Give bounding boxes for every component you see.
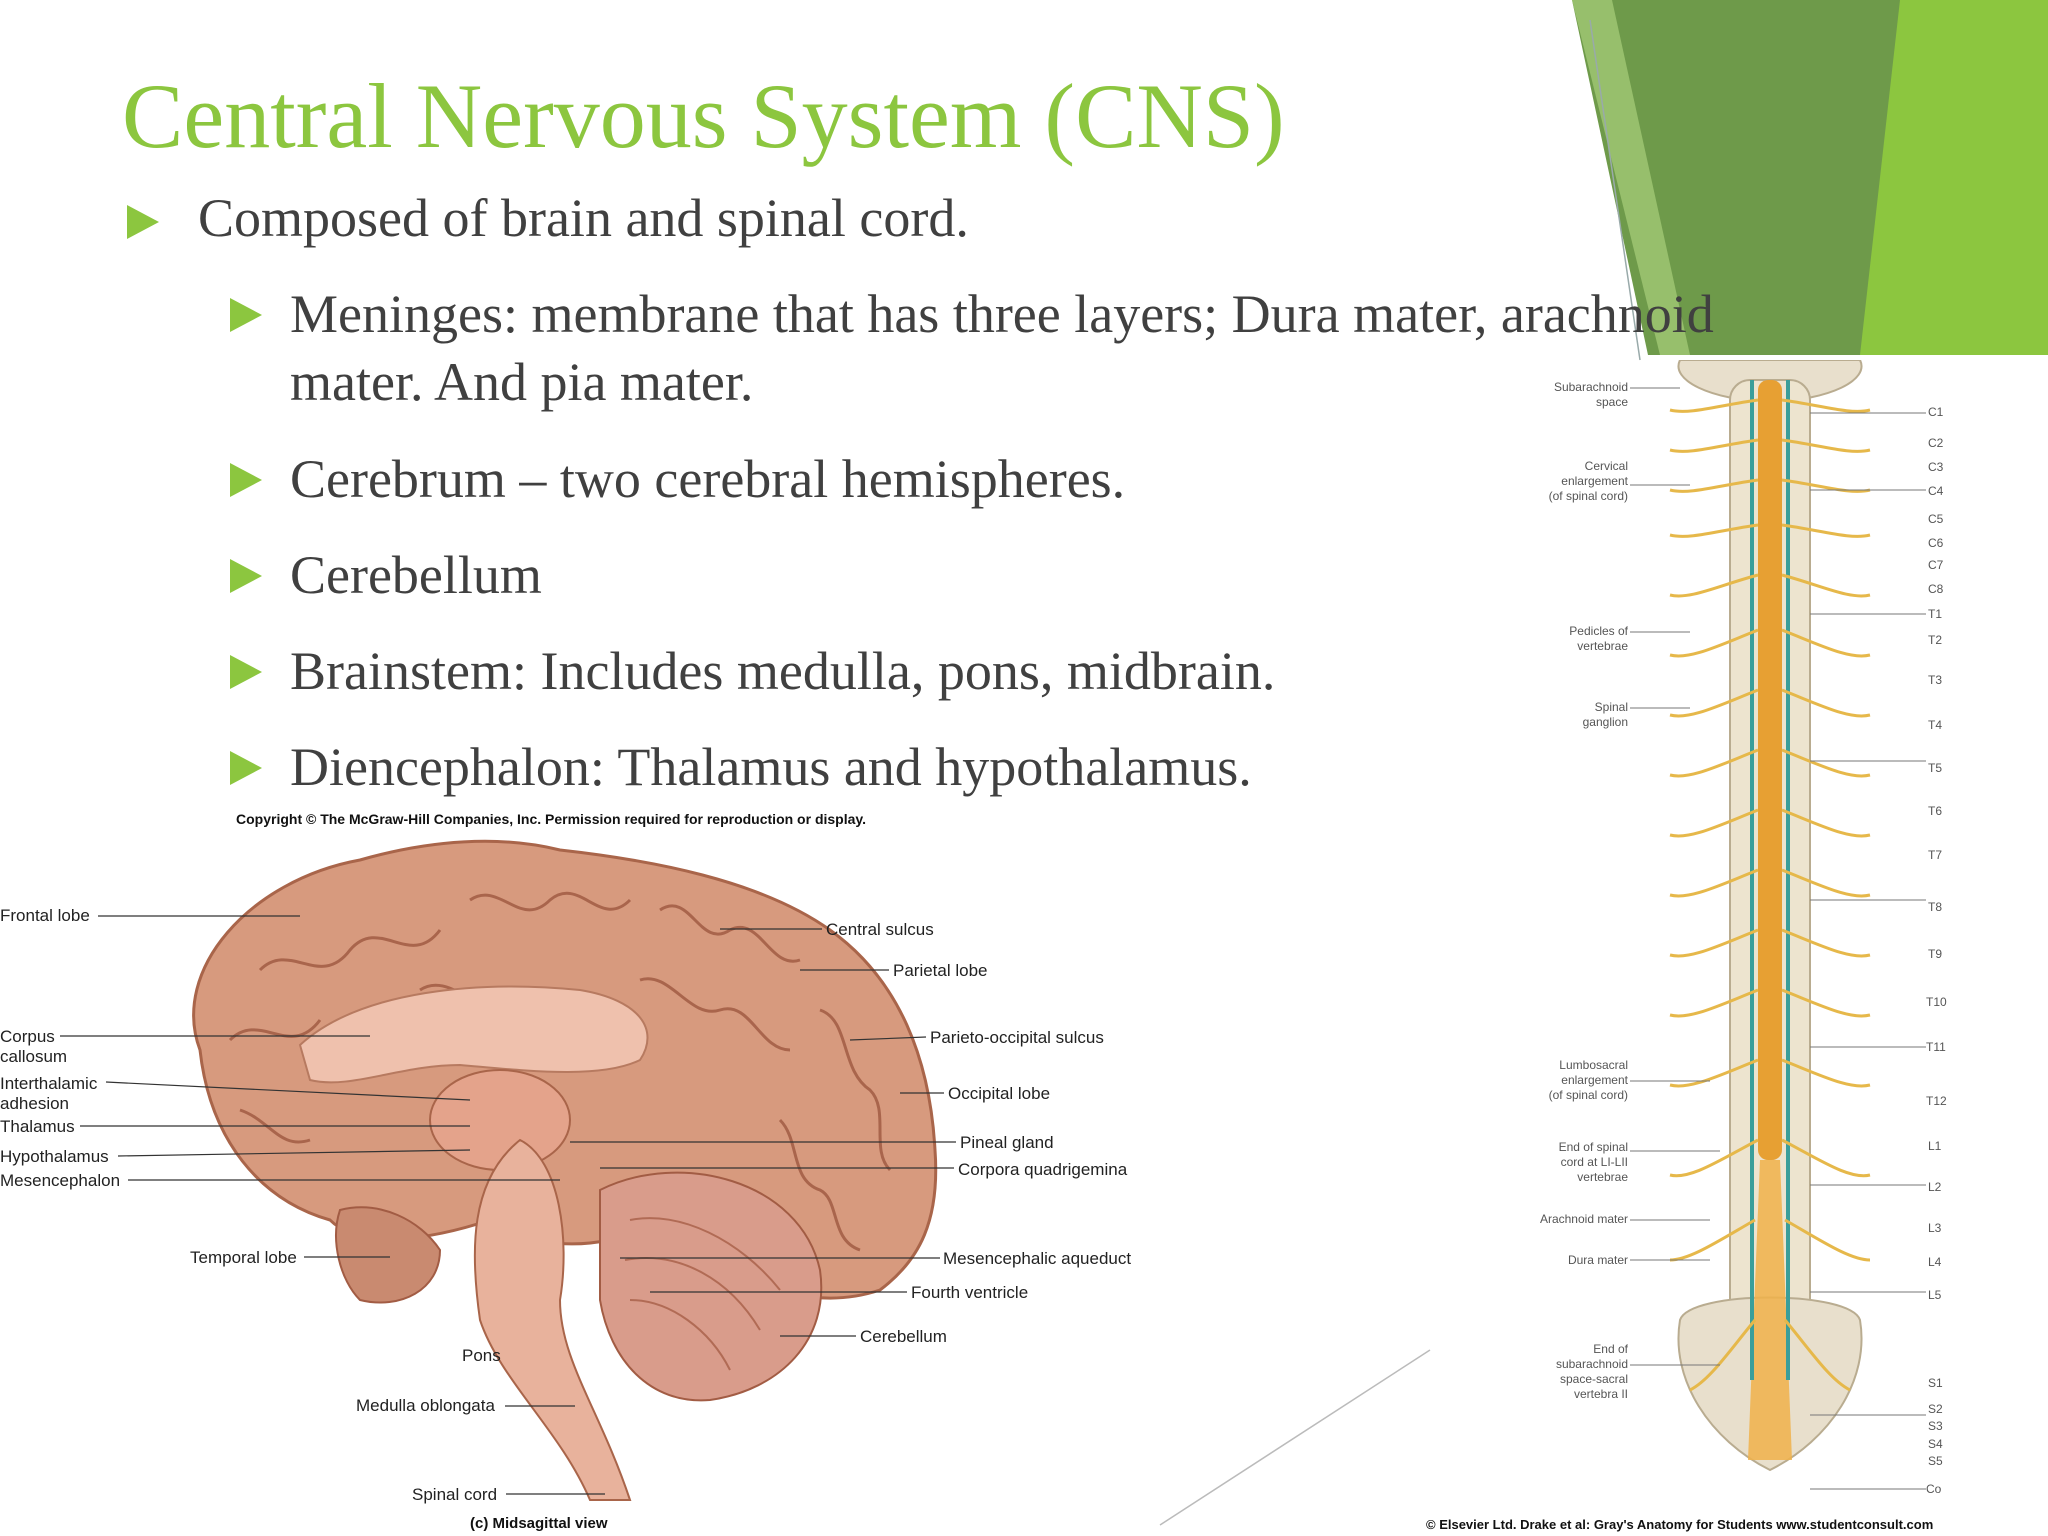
label-occipital-lobe: Occipital lobe	[948, 1084, 1051, 1103]
brainstem-shape	[473, 1138, 632, 1501]
label-arachnoid-mater: Arachnoid mater	[1539, 1212, 1628, 1226]
brain-caption: (c) Midsagittal view	[470, 1515, 608, 1532]
label-t3: T3	[1928, 673, 1943, 687]
label-pedicles-of-vertebrae: Pedicles of vertebrae	[1569, 624, 1628, 653]
brain-leader-lines	[60, 915, 956, 1495]
label-mesencephalic-aqueduct: Mesencephalic aqueduct	[943, 1249, 1132, 1268]
label-corpus-callosum: Corpus callosum	[0, 1027, 68, 1066]
label-t12: T12	[1926, 1094, 1947, 1108]
label-subarachnoid-space: Subarachnoid space	[1553, 380, 1628, 409]
brain-copyright: Copyright © The McGraw-Hill Companies, I…	[236, 811, 867, 827]
label-pons: Pons	[462, 1346, 501, 1365]
corpus-callosum-shape	[298, 985, 649, 1084]
bullet-text-4: Cerebellum	[290, 545, 542, 605]
bullet-arrow-icon	[230, 559, 262, 593]
label-l4: L4	[1928, 1255, 1942, 1269]
bullet-text-6: Diencephalon: Thalamus and hypothalamus.	[290, 737, 1252, 797]
decorative-diagonal-line	[1159, 1349, 1431, 1526]
label-hypothalamus: Hypothalamus	[0, 1147, 109, 1166]
label-mesencephalon: Mesencephalon	[0, 1171, 121, 1190]
label-s4: S4	[1928, 1437, 1943, 1451]
temporal-lobe-shape	[335, 1206, 442, 1304]
brain-illustration	[192, 839, 938, 1501]
label-cervical-enlargement: Cervical enlargement (of spinal cord)	[1548, 459, 1628, 503]
label-cerebellum: Cerebellum	[860, 1327, 947, 1346]
label-c2: C2	[1928, 436, 1944, 450]
spinal-cord-illustration	[1669, 360, 1871, 1472]
label-temporal-lobe: Temporal lobe	[190, 1248, 297, 1267]
label-end-of-subarachnoid-space: End of subarachnoid space-sacral vertebr…	[1555, 1342, 1628, 1401]
label-t10: T10	[1926, 995, 1947, 1009]
label-t8: T8	[1928, 900, 1943, 914]
label-t2: T2	[1928, 633, 1943, 647]
label-l3: L3	[1928, 1221, 1942, 1235]
label-l2: L2	[1928, 1180, 1942, 1194]
spinal-cord-shape	[1758, 380, 1782, 1160]
label-t4: T4	[1928, 718, 1943, 732]
label-l1: L1	[1928, 1139, 1942, 1153]
bullet-text-3: Cerebrum – two cerebral hemispheres.	[290, 449, 1126, 509]
label-parieto-occipital-sulcus: Parieto-occipital sulcus	[930, 1028, 1104, 1047]
label-medulla-oblongata: Medulla oblongata	[356, 1396, 495, 1415]
bullet-text-2: Meninges: membrane that has three layers…	[290, 284, 1714, 412]
label-s5: S5	[1928, 1454, 1943, 1468]
bullet-arrow-icon	[230, 655, 262, 689]
label-c4: C4	[1928, 484, 1944, 498]
label-c7: C7	[1928, 558, 1944, 572]
label-s2: S2	[1928, 1402, 1943, 1416]
label-t11: T11	[1926, 1040, 1946, 1054]
bullet-arrow-icon	[230, 298, 262, 332]
label-thalamus: Thalamus	[0, 1117, 75, 1136]
label-t9: T9	[1928, 947, 1943, 961]
accent-light-green-shape	[1860, 0, 2048, 355]
label-spinal-ganglion: Spinal ganglion	[1582, 700, 1628, 729]
label-co: Co	[1926, 1482, 1942, 1496]
label-t1: T1	[1928, 607, 1943, 621]
spinal-nerves	[1669, 398, 1871, 1392]
label-c6: C6	[1928, 536, 1944, 550]
label-c1: C1	[1928, 405, 1944, 419]
label-central-sulcus: Central sulcus	[826, 920, 934, 939]
bullet-arrow-icon	[230, 463, 262, 497]
bullet-arrow-icon	[127, 205, 159, 239]
cauda-equina-shape	[1748, 1160, 1792, 1460]
label-parietal-lobe: Parietal lobe	[893, 961, 988, 980]
label-s3: S3	[1928, 1419, 1943, 1433]
spine-credit: © Elsevier Ltd. Drake et al: Gray's Anat…	[1426, 1517, 1934, 1532]
label-s1: S1	[1928, 1376, 1943, 1390]
label-t6: T6	[1928, 804, 1943, 818]
label-l5: L5	[1928, 1288, 1942, 1302]
label-end-of-spinal-cord: End of spinal cord at LI-LII vertebrae	[1558, 1140, 1628, 1184]
label-spinal-cord: Spinal cord	[412, 1485, 498, 1504]
label-frontal-lobe: Frontal lobe	[0, 906, 90, 925]
bullet-arrow-icon	[230, 751, 262, 785]
bullet-text-5: Brainstem: Includes medulla, pons, midbr…	[290, 641, 1276, 701]
label-c3: C3	[1928, 460, 1944, 474]
label-fourth-ventricle: Fourth ventricle	[911, 1283, 1029, 1302]
label-lumbosacral-enlargement: Lumbosacral enlargement (of spinal cord)	[1548, 1058, 1628, 1102]
label-interthalamic-adhesion: Interthalamic adhesion	[0, 1074, 98, 1113]
label-pineal-gland: Pineal gland	[960, 1133, 1054, 1152]
label-t7: T7	[1928, 848, 1943, 862]
spine-leader-lines	[1630, 387, 1926, 1490]
slide-title: Central Nervous System (CNS)	[122, 65, 1285, 167]
label-dura-mater: Dura mater	[1567, 1253, 1628, 1267]
label-c8: C8	[1928, 582, 1944, 596]
label-c5: C5	[1928, 512, 1944, 526]
label-corpora-quadrigemina: Corpora quadrigemina	[958, 1160, 1128, 1179]
label-t5: T5	[1928, 761, 1943, 775]
decorative-thin-line	[1589, 19, 1641, 361]
cerebellum-shape	[599, 1171, 823, 1402]
bullet-text-1: Composed of brain and spinal cord.	[198, 188, 969, 248]
accent-pale-green-shape	[1572, 0, 1690, 355]
